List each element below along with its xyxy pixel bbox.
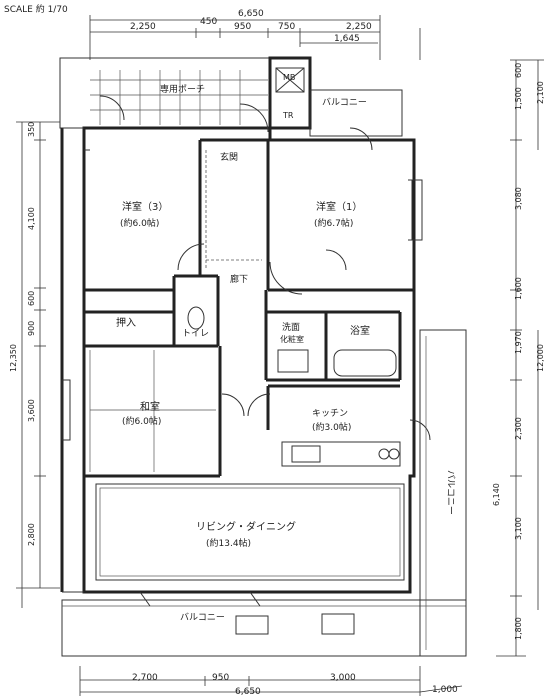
dim-top-seg-2: 450 [200,17,217,27]
dim-right-seg-6: 2,300 [514,417,523,440]
kitchen-counter [281,441,401,467]
dim-top-seg-3: 950 [234,22,251,32]
room-washitsu: 和室 [140,400,160,413]
dim-bottom-extra: 1,000 [432,685,458,695]
dim-bottom-seg-2: 950 [212,673,229,683]
dim-right-seg-5: 1,970 [514,331,523,354]
room-hallway: 廊下 [230,273,248,285]
dim-top-seg-4: 750 [278,22,295,32]
scale-label: SCALE 約 1/70 [4,3,68,15]
dim-left-seg-4: 900 [27,321,36,336]
dim-left-total: 12,350 [9,344,18,372]
bottom-dimension-lines [79,666,463,696]
dim-right-seg-8: 1,800 [514,617,523,640]
room-bath: 浴室 [350,324,370,337]
room-washroom: 洗面 [282,321,300,333]
room-balcony-right: バルコニー [445,470,456,515]
doors [99,95,431,441]
label-tr: TR [282,111,294,120]
toilet-bowl [187,306,205,330]
dim-right-total-low: 6,140 [492,483,501,506]
room-kitchen-size: (約3.0帖) [312,421,351,433]
dim-top-sub: 1,645 [334,34,360,44]
dim-left-seg-5: 3,600 [27,399,36,422]
interior-walls [84,138,414,581]
room-kitchen: キッチン [312,408,348,419]
room-living: リビング・ダイニング [196,520,296,533]
room-western-1: 洋室（1） [316,200,362,213]
dim-bottom-seg-1: 2,700 [132,673,158,683]
dim-left-seg-3: 600 [27,291,36,306]
room-balcony-bottom: バルコニー [180,612,225,623]
tatami-lines [89,350,216,472]
washbasin [277,349,309,373]
room-western-1-size: (約6.7帖) [314,217,353,229]
label-mb: MB [283,73,295,82]
balcony-bottom-outline [61,590,467,657]
dim-right-total-mid: 12,000 [536,344,545,372]
dim-right-total-top: 2,100 [536,81,545,104]
bathtub [333,349,397,377]
porch-floor-pattern [90,70,268,125]
room-living-size: (約13.4帖) [206,537,251,549]
dim-right-seg-2: 600 [514,63,523,78]
dim-right-seg-4: 1,600 [514,277,523,300]
dim-left-seg-6: 2,800 [27,523,36,546]
balcony-right-outline [419,329,467,657]
room-entrance: 玄関 [220,151,238,163]
dim-bottom-seg-3: 3,000 [330,673,356,683]
dim-top-seg-1: 2,250 [130,22,156,32]
top-dimension-lines [89,15,421,60]
windows [61,149,423,607]
dim-top-seg-5: 2,250 [346,22,372,32]
dim-left-seg-1: 350 [27,122,36,137]
dim-left-seg-2: 4,100 [27,207,36,230]
room-western-3: 洋室（3） [122,200,168,213]
dim-bottom-total: 6,650 [235,687,261,696]
dim-right-seg-7: 3,100 [514,517,523,540]
left-dimension-lines [16,121,60,608]
room-washroom-sub: 化粧室 [280,334,304,344]
room-western-3-size: (約6.0帖) [120,217,159,229]
right-dimension-lines [496,59,544,657]
room-washitsu-size: (約6.0帖) [122,415,161,427]
room-private-porch: 専用ポーチ [160,83,205,95]
room-oshiire: 押入 [116,316,136,329]
dim-right-seg-1: 1,500 [514,87,523,110]
dim-top-total: 6,650 [238,9,264,19]
room-balcony-top: バルコニー [322,97,367,108]
outer-walls [59,56,416,594]
room-toilet: トイレ [182,329,209,339]
dim-right-seg-3: 3,080 [514,187,523,210]
